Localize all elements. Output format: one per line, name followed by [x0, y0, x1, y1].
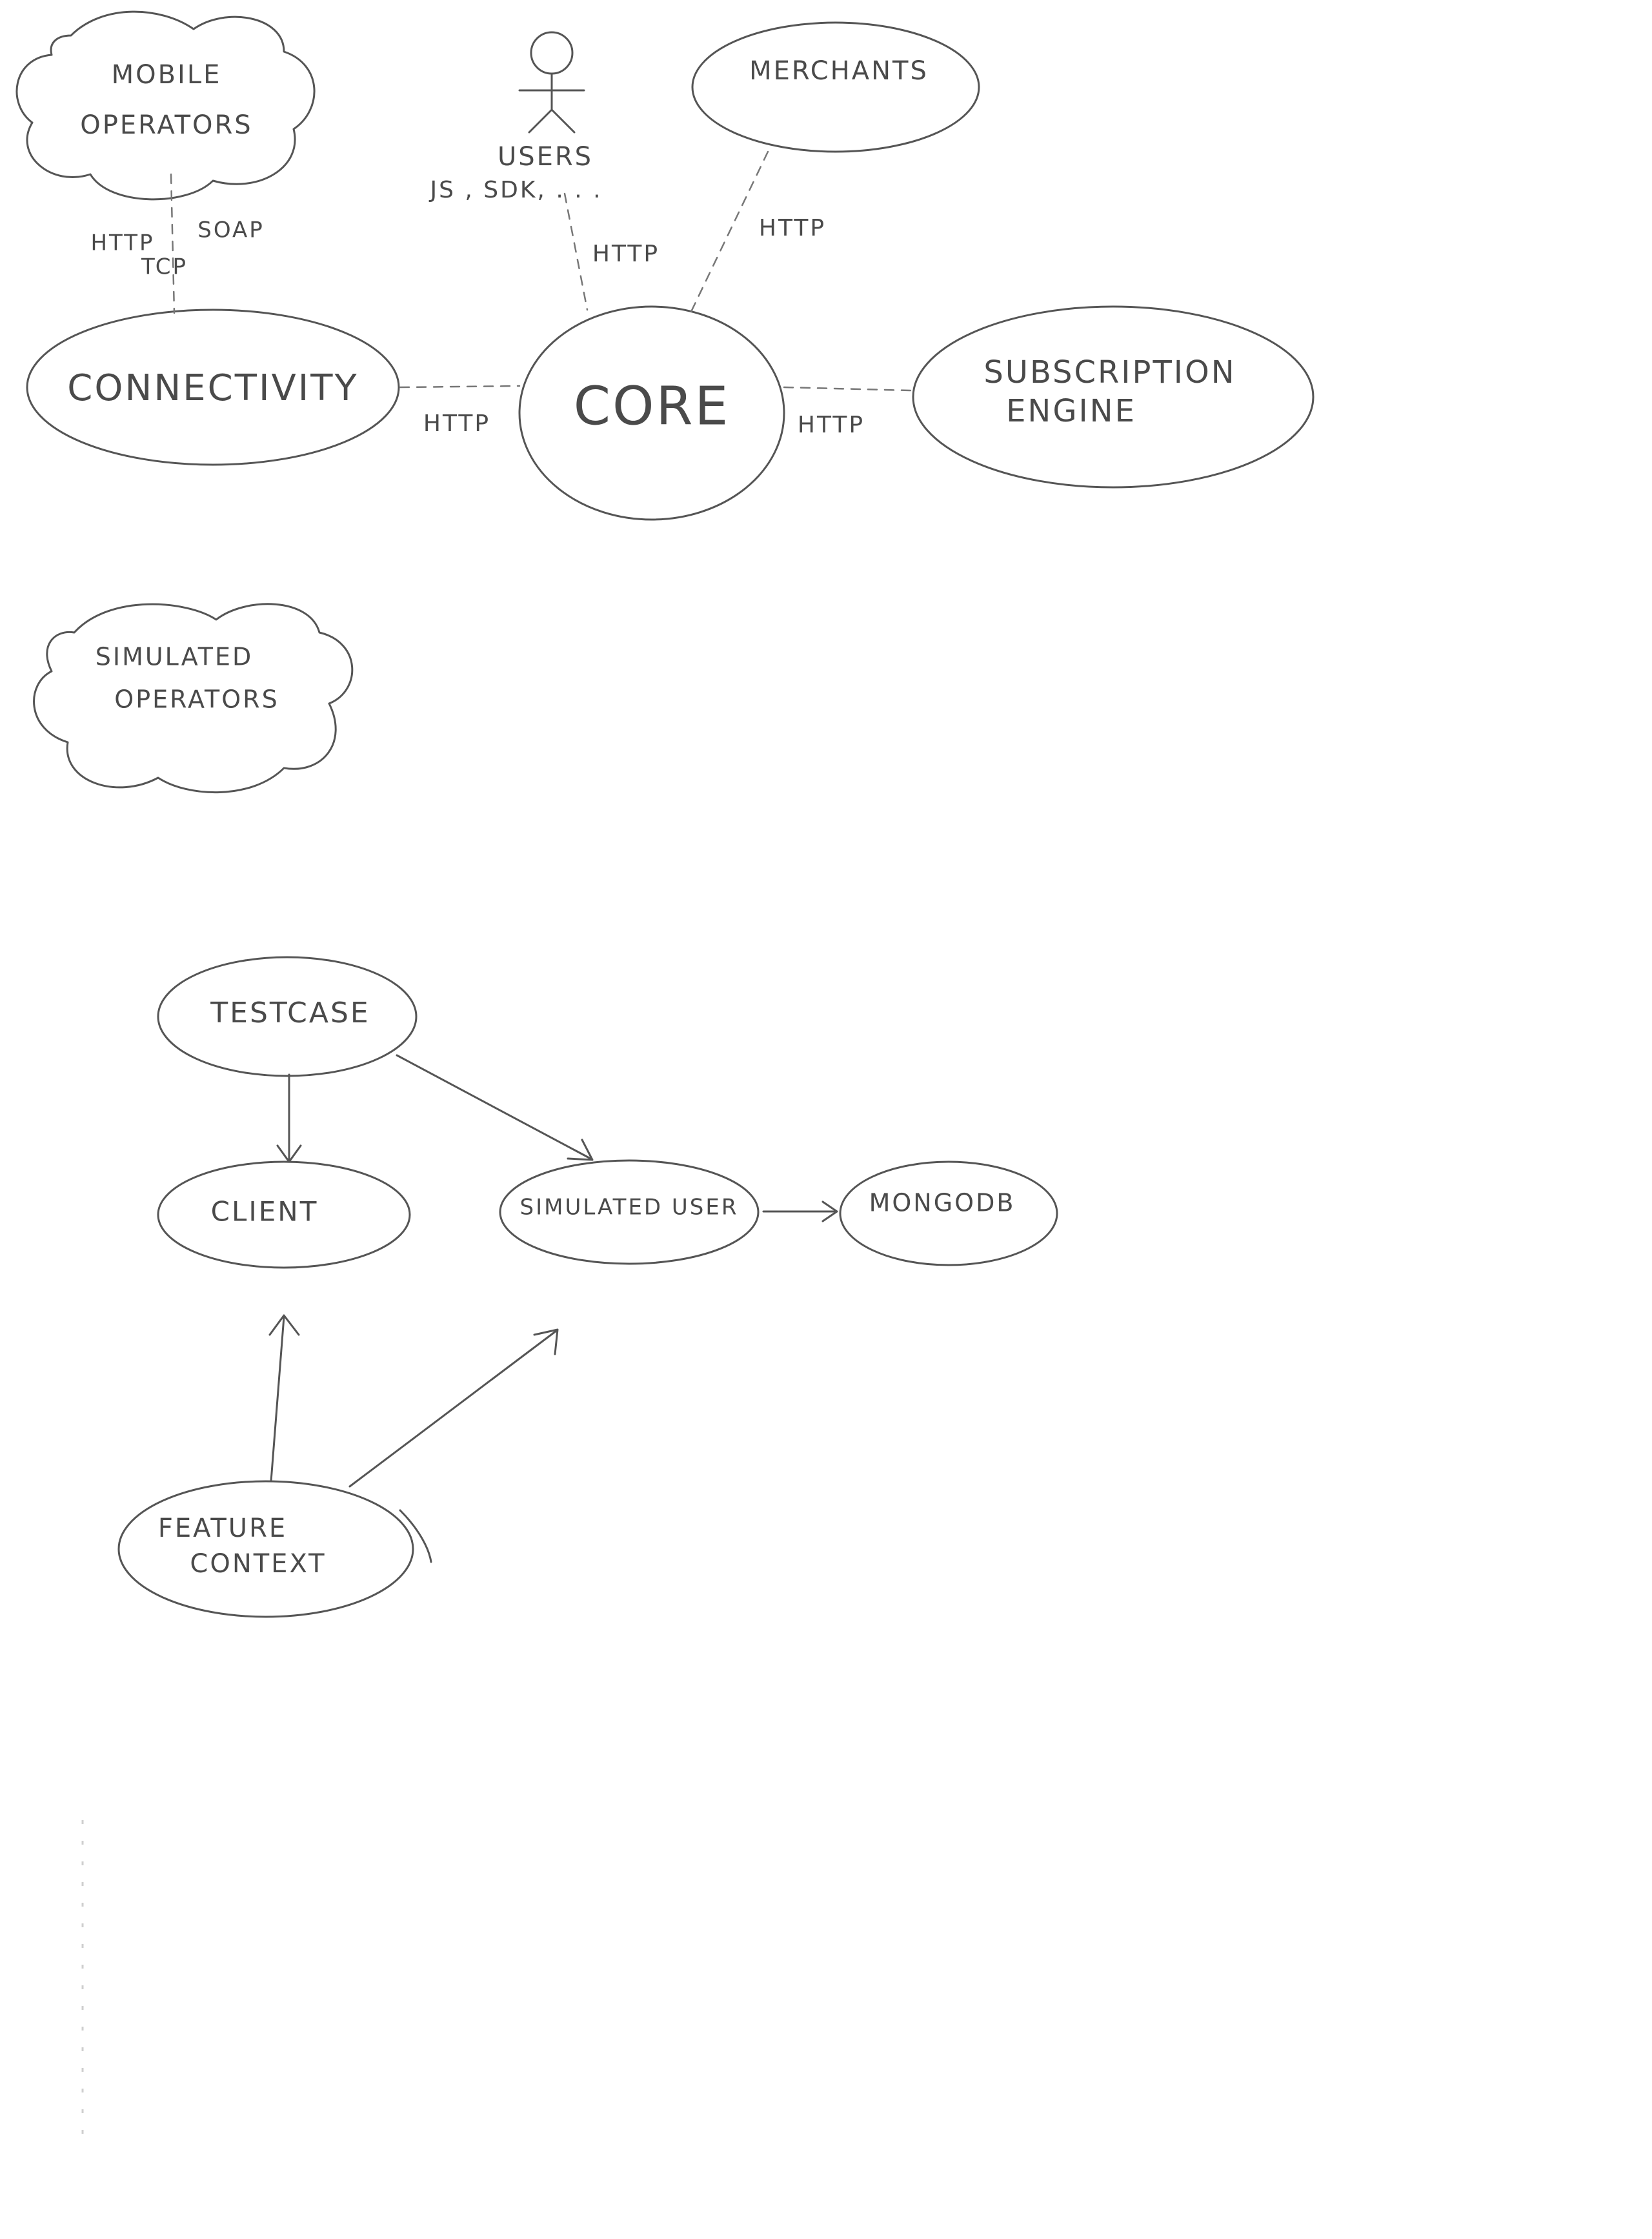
mobile-operators-label-line2: OPERATORS	[80, 110, 252, 140]
simulated-user-ellipse	[499, 1159, 760, 1265]
connectivity-core-protocol-label: HTTP	[423, 410, 490, 437]
feature-context-label-line2: CONTEXT	[190, 1549, 326, 1579]
mongodb-node: MONGODB	[839, 1160, 1058, 1266]
subscription-engine-label-line2: ENGINE	[1006, 393, 1136, 429]
connector-core-subscription	[783, 386, 912, 392]
users-core-protocol-label: HTTP	[592, 241, 660, 267]
connector-mobile-connectivity	[170, 173, 176, 314]
simulated-user-node: SIMULATED USER	[499, 1159, 760, 1265]
simulated-operators-label-line1: SIMULATED	[96, 643, 254, 671]
testcase-label: TESTCASE	[210, 997, 370, 1029]
connectivity-ellipse	[26, 309, 400, 466]
mobile-connectivity-protocol-http: HTTP	[90, 230, 154, 256]
subscription-engine-label-line1: SUBSCRIPTION	[983, 354, 1236, 390]
core-subscription-protocol-label: HTTP	[798, 412, 865, 438]
simulated-operators-cloud-shape	[33, 603, 354, 794]
mobile-operators-label-line1: MOBILE	[112, 60, 222, 90]
connectivity-node: CONNECTIVITY	[26, 309, 400, 466]
architecture-connectors	[170, 150, 912, 392]
merchants-node: MERCHANTS	[691, 21, 980, 153]
users-clients-label: JS , SDK, . . .	[428, 177, 602, 203]
merchants-label: MERCHANTS	[749, 56, 929, 86]
core-node: CORE	[518, 305, 785, 521]
testcase-node: TESTCASE	[157, 956, 418, 1077]
simulated-operators-node: SIMULATED OPERATORS	[33, 603, 354, 794]
client-label: CLIENT	[211, 1196, 319, 1228]
test-framework-arrows	[268, 1054, 838, 1488]
feature-context-node: FEATURE CONTEXT	[117, 1480, 432, 1618]
user-stick-figure-icon	[518, 31, 585, 134]
arrow-testcase-to-simulated-user	[396, 1054, 594, 1161]
connector-connectivity-core	[399, 385, 521, 389]
testcase-ellipse	[157, 956, 418, 1077]
mobile-operators-node: MOBILE OPERATORS	[15, 10, 316, 201]
simulated-user-label: SIMULATED USER	[520, 1195, 739, 1221]
arrow-testcase-to-client	[276, 1073, 302, 1163]
subscription-engine-ellipse	[912, 305, 1315, 489]
mobile-connectivity-protocol-soap: SOAP	[197, 218, 265, 243]
simulated-operators-label-line2: OPERATORS	[114, 685, 279, 714]
feature-context-stroke-tail	[399, 1509, 432, 1563]
feature-context-label-line1: FEATURE	[158, 1514, 287, 1543]
mongodb-ellipse	[839, 1160, 1058, 1266]
connector-users-core	[563, 192, 589, 311]
client-node: CLIENT	[157, 1160, 411, 1269]
feature-context-ellipse	[117, 1480, 414, 1618]
connector-merchants-core	[689, 150, 769, 314]
architecture-connector-labels: HTTP SOAP TCP HTTP HTTP HTTP HTTP	[90, 215, 865, 438]
arrow-simulated-user-to-mongodb	[762, 1201, 838, 1222]
subscription-engine-node: SUBSCRIPTION ENGINE	[912, 305, 1315, 489]
users-node: USERS JS , SDK, . . .	[428, 31, 602, 203]
users-label: USERS	[498, 142, 593, 172]
arrow-feature-context-to-simulated-user	[348, 1328, 559, 1488]
core-ellipse	[518, 305, 785, 521]
mobile-operators-cloud-shape	[15, 10, 316, 201]
connectivity-label: CONNECTIVITY	[67, 367, 358, 409]
mongodb-label: MONGODB	[869, 1189, 1016, 1217]
client-ellipse	[157, 1160, 411, 1269]
core-label: CORE	[574, 376, 730, 437]
mobile-connectivity-protocol-tcp: TCP	[141, 254, 188, 280]
arrow-feature-context-to-client	[268, 1314, 300, 1483]
merchants-ellipse	[691, 21, 980, 153]
merchants-core-protocol-label: HTTP	[759, 215, 826, 241]
